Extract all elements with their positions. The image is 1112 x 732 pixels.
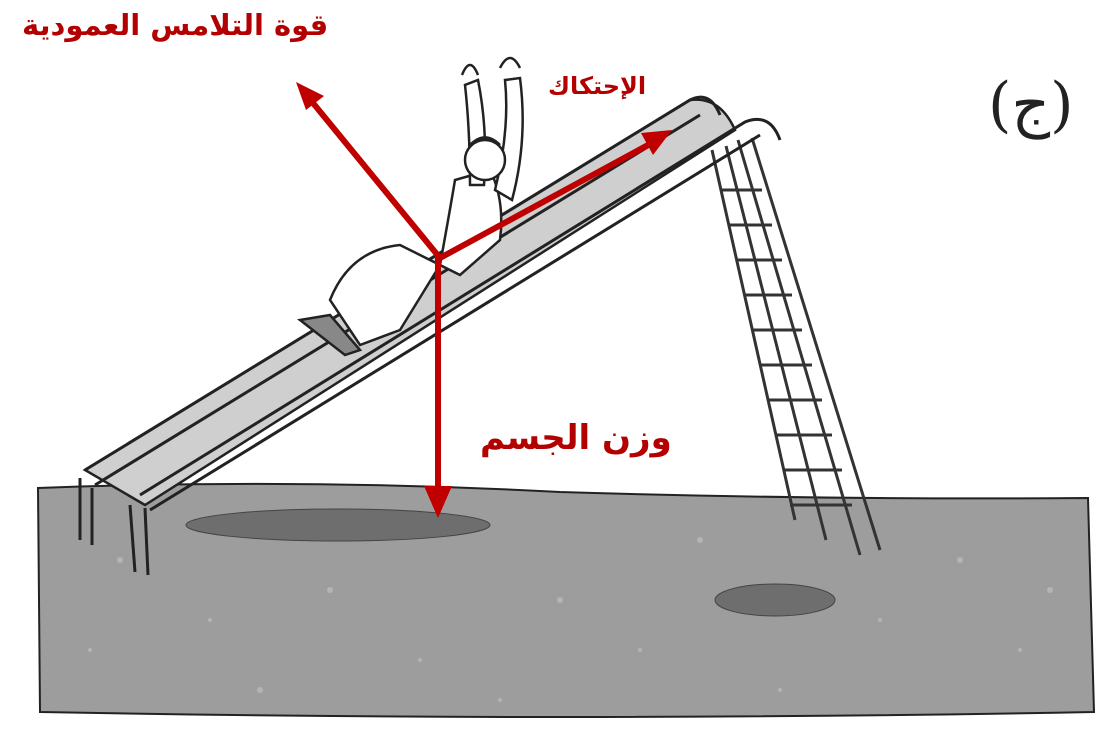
normal-force-label: قوة التلامس العمودية bbox=[22, 8, 328, 42]
ladder bbox=[712, 138, 880, 555]
normal-force-arrow bbox=[313, 103, 440, 258]
child-figure bbox=[300, 58, 523, 355]
normal-force-arrowhead bbox=[296, 82, 324, 110]
friction-label: الإحتكاك bbox=[548, 72, 646, 100]
part-label: (ج) bbox=[988, 70, 1074, 140]
slide-shadow bbox=[186, 509, 490, 541]
weight-label: وزن الجسم bbox=[480, 418, 672, 458]
ladder-shadow bbox=[715, 584, 835, 616]
